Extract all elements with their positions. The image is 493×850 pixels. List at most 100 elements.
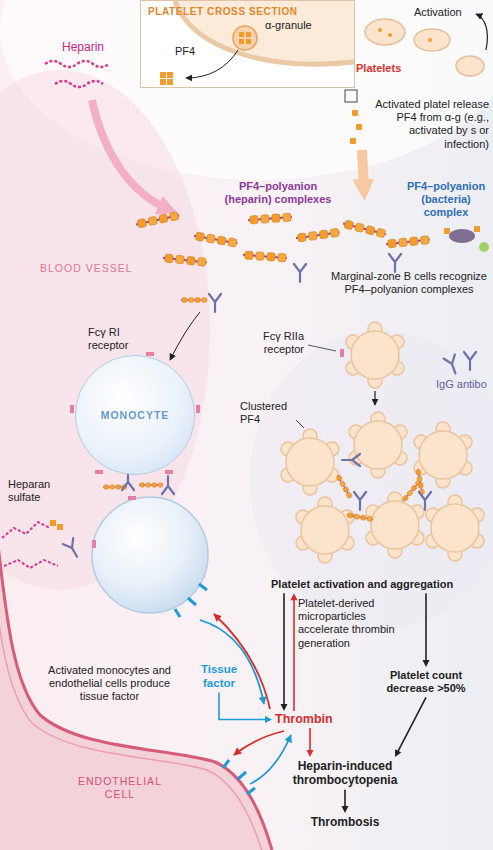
heparan-sulfate [63, 538, 82, 560]
flow-step: Platelet activation and aggregation [268, 576, 456, 593]
activated-platelets [378, 28, 382, 32]
platelet-cross-section [167, 79, 173, 85]
connector-line [219, 693, 267, 720]
platelet-cluster [296, 420, 304, 428]
platelet-cluster [349, 412, 407, 478]
thrombin-loops [250, 735, 291, 784]
monocyte-receptors [139, 483, 163, 487]
platelet-cluster [342, 454, 360, 466]
activated-platelets [352, 110, 358, 116]
platelet-cluster [346, 322, 404, 388]
connector-arrow [342, 790, 349, 813]
platelet-cross-section [233, 26, 257, 50]
connector-arrow [307, 728, 314, 757]
activated-monocyte [128, 496, 136, 500]
node-title: MONOCYTE [101, 409, 170, 422]
arrow-head [395, 749, 401, 757]
inset-panel: PLATELET CROSS SECTIONPF4α-granule [140, 0, 355, 88]
platelet-cluster [335, 474, 352, 499]
arrow-head [281, 704, 288, 711]
activated-monocyte [92, 496, 208, 617]
thrombin-loops [200, 620, 264, 704]
monocyte-receptors [165, 470, 173, 474]
thrombin-loops [234, 731, 284, 755]
node-title: Platelet activation and aggregation [271, 578, 453, 591]
platelet-cluster [426, 495, 484, 561]
activated-monocyte [188, 598, 196, 605]
heparin-strands [45, 61, 109, 67]
activated-platelets [428, 38, 432, 42]
text-label: BLOOD VESSEL [40, 262, 133, 275]
platelet-cluster [346, 512, 373, 521]
flow-step: Platelet count decrease >50% [380, 667, 472, 697]
activated-platelets [476, 14, 487, 50]
text-label: Activated monocytes and endothelial cell… [42, 664, 177, 704]
pf4-polyanion-complexes [248, 213, 292, 224]
platelet-cross-section [160, 79, 166, 85]
platelet-cluster [340, 349, 344, 357]
activated-platelets [350, 138, 356, 144]
endothelium [247, 788, 255, 794]
arrow-head [342, 806, 349, 813]
platelet-cluster [354, 492, 366, 510]
connector-arrow [395, 697, 426, 757]
text-label: Fcγ RI receptor [88, 326, 140, 352]
text-label: Platelets [356, 62, 401, 75]
pf4-polyanion-complexes [474, 226, 480, 232]
pf4-polyanion-complexes [444, 228, 450, 234]
node-text: α-granule [265, 19, 312, 32]
node-title: Platelet count decrease >50% [383, 669, 469, 695]
monocyte-receptors [70, 405, 74, 413]
platelet-cluster [414, 422, 472, 488]
heparan-sulfate [2, 520, 82, 568]
flow-step: Heparin-induced thrombocytopenia [280, 757, 410, 790]
connector-line [344, 790, 346, 808]
text-label: Platelet-derived microparticles accelera… [298, 597, 400, 650]
flow-step: Thrombosis [300, 813, 390, 831]
platelet-cluster [415, 468, 424, 495]
node-title: Tissue factor [196, 663, 242, 691]
pf4-polyanion-complexes [389, 254, 401, 272]
connector-arrow [291, 593, 298, 711]
endothelium [223, 760, 229, 768]
cell-circle: MONOCYTE [75, 355, 195, 475]
endothelium [238, 772, 246, 779]
node-title: Thrombin [275, 712, 333, 727]
heparin-strands [92, 100, 168, 209]
text-label: Activation [414, 6, 462, 19]
pf4-polyanion-complexes [449, 229, 475, 243]
text-label: Fcγ RIIa receptor [248, 330, 304, 356]
arrow-head [423, 660, 430, 667]
platelet-cluster [464, 352, 476, 370]
node-text: PF4 [175, 45, 195, 58]
connector-line [309, 728, 311, 752]
arrow-head [307, 750, 314, 757]
platelet-cluster [366, 492, 424, 558]
activated-platelets [388, 33, 392, 37]
platelet-cluster [401, 479, 422, 502]
platelet-cross-section [246, 32, 251, 37]
connector-line [425, 593, 427, 662]
heparan-sulfate [2, 522, 50, 538]
activated-monocyte [175, 609, 180, 617]
platelet-cross-section [140, 0, 355, 88]
platelet-cluster [374, 391, 375, 405]
pf4-polyanion-complexes [193, 232, 238, 248]
connector-line [397, 697, 426, 752]
text-label: IgG antibo [436, 378, 487, 391]
activated-monocyte [199, 584, 207, 590]
connector-arrow [281, 593, 288, 711]
text-label: Heparin [62, 40, 104, 54]
connector-line [283, 593, 285, 706]
platelet-cross-section [246, 39, 251, 44]
pf4-polyanion-complexes [294, 264, 306, 282]
platelet-cross-section [239, 39, 244, 44]
heparin-strands [55, 81, 103, 87]
node-title: Thrombosis [303, 815, 387, 829]
platelet-cluster [444, 354, 461, 375]
pf4-polyanion-complexes [181, 298, 207, 303]
pf4-polyanion-complexes [386, 236, 431, 249]
platelet-cluster [308, 345, 336, 351]
